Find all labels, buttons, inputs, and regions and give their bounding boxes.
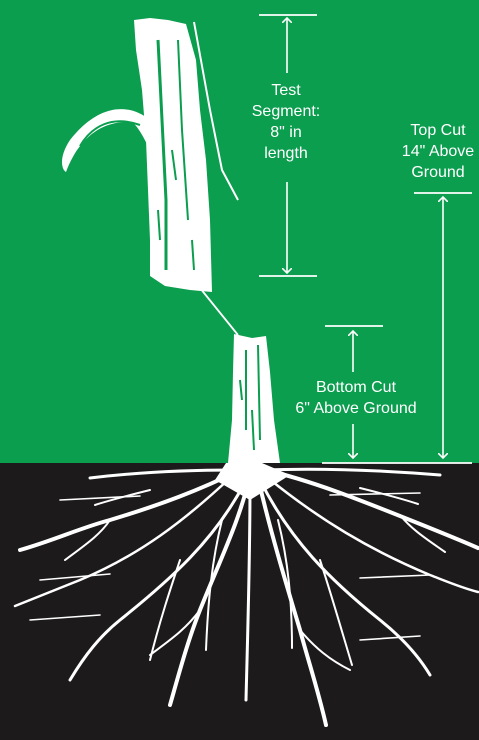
bottom-cut-label: Bottom Cut 6" Above Ground — [286, 377, 426, 419]
test-segment-line-2: Segment: — [236, 101, 336, 122]
test-segment-line-3: 8" in — [236, 122, 336, 143]
lower-stalk — [228, 334, 280, 463]
test-segment-line-4: length — [236, 143, 336, 164]
top-cut-line-3: Ground — [388, 162, 479, 183]
leaf — [62, 109, 150, 172]
bottom-cut-line-2: 6" Above Ground — [286, 398, 426, 419]
top-cut-line-2: 14" Above — [388, 141, 479, 162]
test-segment-stalk — [134, 18, 238, 292]
test-segment-line-1: Test — [236, 80, 336, 101]
top-cut-line-1: Top Cut — [388, 120, 479, 141]
bottom-cut-line-1: Bottom Cut — [286, 377, 426, 398]
root-system — [15, 463, 478, 725]
segment-connector-line — [200, 288, 238, 335]
top-cut-label: Top Cut 14" Above Ground — [388, 120, 479, 183]
test-segment-label: Test Segment: 8" in length — [236, 80, 336, 164]
